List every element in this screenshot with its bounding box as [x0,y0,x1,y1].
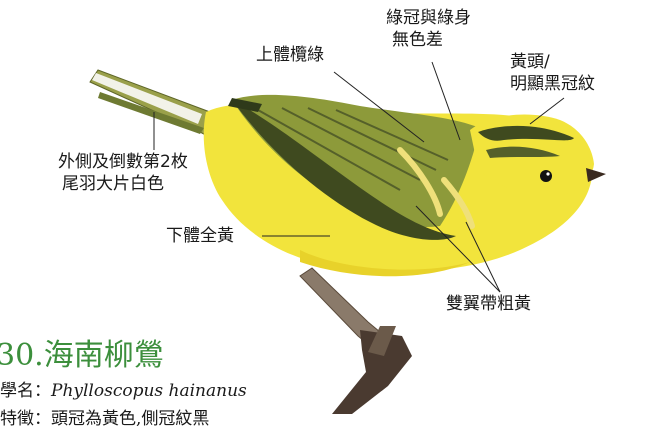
feature-line-partial: 特徵：頭冠為黃色,側冠紋黑 [0,404,209,429]
scientific-name-prefix: 學名： [0,381,51,401]
label-tail-line2: 尾羽大片白色 [62,174,164,195]
label-tail-line1: 外側及倒數第2枚 [58,152,188,173]
species-title: 30.海南柳鶯 [0,330,164,374]
label-underparts: 下體全黃 [166,226,234,247]
bird-beak [586,168,606,182]
species-illustration: 上體欖綠 綠冠與綠身 無色差 黃頭/ 明顯黑冠紋 外側及倒數第2枚 尾羽大片白色… [0,0,660,414]
scientific-name: Phylloscopus hainanus [51,381,247,401]
label-crown-body-line1: 綠冠與綠身 [386,8,471,29]
scientific-name-line: 學名：Phylloscopus hainanus [0,376,247,401]
branch [300,268,412,414]
label-head-line1: 黃頭/ [510,52,550,73]
bird-eye [540,170,552,182]
label-upper-body: 上體欖綠 [256,45,324,66]
label-crown-body-line2: 無色差 [392,30,443,51]
label-head-line2: 明顯黑冠紋 [510,74,595,95]
label-wingbars: 雙翼帶粗黃 [446,294,531,315]
